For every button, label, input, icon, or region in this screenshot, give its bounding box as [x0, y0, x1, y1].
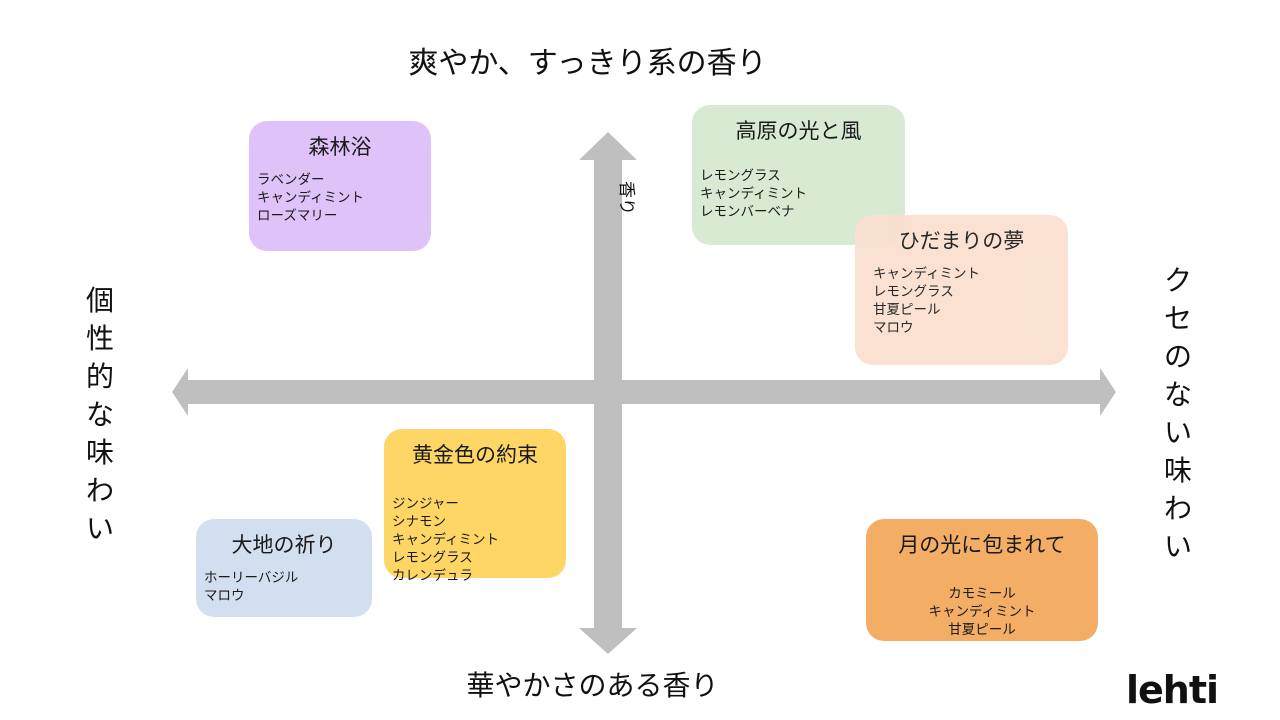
card-ingredients: ラベンダーキャンディミントローズマリー	[257, 171, 423, 225]
card-title: 黄金色の約束	[412, 443, 538, 467]
ingredient-item: ホーリーバジル	[204, 570, 299, 586]
vertical-label-char: わ	[85, 474, 114, 507]
vertical-label-char: な	[85, 398, 114, 431]
blend-card-forest: 森林浴 ラベンダーキャンディミントローズマリー	[249, 121, 431, 251]
ingredient-item: キャンディミント	[873, 266, 981, 282]
ingredient-item: レモングラス	[392, 550, 473, 566]
card-ingredients: ジンジャーシナモンキャンディミントレモングラスカレンデュラ	[392, 495, 558, 585]
vertical-label-char: 味	[85, 436, 114, 469]
card-title: 森林浴	[308, 135, 372, 159]
card-ingredients: キャンディミントレモングラス甘夏ピールマロウ	[863, 265, 1060, 337]
ingredient-item: レモングラス	[700, 168, 781, 184]
vertical-label-char: な	[1163, 378, 1192, 411]
vertical-label-char: い	[85, 512, 114, 545]
blend-card-moon: 月の光に包まれて カモミールキャンディミント甘夏ピール	[866, 519, 1098, 641]
ingredient-item: ローズマリー	[257, 208, 338, 224]
lehti-logo: lehti	[1126, 668, 1219, 712]
vertical-label-char: 的	[85, 360, 114, 393]
vertical-axis-label: 香り	[616, 181, 636, 215]
card-ingredients: ホーリーバジルマロウ	[204, 569, 364, 605]
ingredient-item: キャンディミント	[928, 604, 1036, 620]
blend-card-sunny: ひだまりの夢 キャンディミントレモングラス甘夏ピールマロウ	[855, 215, 1068, 365]
card-title: 高原の光と風	[735, 119, 862, 143]
vertical-label-char: い	[1163, 416, 1192, 449]
card-ingredients: カモミールキャンディミント甘夏ピール	[874, 585, 1090, 639]
ingredient-item: レモンバーベナ	[700, 204, 795, 220]
blend-card-earth: 大地の祈り ホーリーバジルマロウ	[196, 519, 372, 617]
horizontal-axis-arrow	[172, 368, 1116, 416]
vertical-label-char: 味	[1163, 454, 1192, 487]
ingredient-item: レモングラス	[873, 284, 954, 300]
ingredient-item: キャンディミント	[257, 190, 365, 206]
ingredient-item: シナモン	[392, 514, 446, 530]
ingredient-item: キャンディミント	[700, 186, 808, 202]
ingredient-item: マロウ	[873, 320, 914, 336]
ingredient-item: ラベンダー	[257, 172, 325, 188]
vertical-label-char: 個	[85, 284, 114, 317]
blend-card-highland: 高原の光と風 レモングラスキャンディミントレモンバーベナ	[692, 105, 905, 245]
ingredient-item: マロウ	[204, 588, 245, 604]
card-title: ひだまりの夢	[898, 229, 1025, 253]
left-axis-label: 個性的な味わい	[80, 282, 120, 548]
right-axis-label: クセのない味わい	[1158, 262, 1198, 566]
vertical-label-char: 性	[85, 322, 114, 355]
bottom-axis-label: 華やかさのある香り	[466, 669, 719, 702]
top-axis-label: 爽やか、すっきり系の香り	[408, 46, 767, 81]
ingredient-item: カモミール	[948, 586, 1016, 602]
vertical-label-char: セ	[1163, 302, 1192, 335]
ingredient-item: 甘夏ピール	[948, 622, 1016, 638]
vertical-label-char: い	[1163, 530, 1192, 563]
vertical-label-char: わ	[1163, 492, 1192, 525]
card-ingredients: レモングラスキャンディミントレモンバーベナ	[700, 167, 897, 221]
ingredient-item: ジンジャー	[392, 496, 459, 512]
ingredient-item: カレンデュラ	[392, 568, 473, 584]
vertical-label-char: ク	[1163, 264, 1192, 297]
card-title: 大地の祈り	[231, 533, 337, 557]
ingredient-item: キャンディミント	[392, 532, 500, 548]
blend-card-golden: 黄金色の約束 ジンジャーシナモンキャンディミントレモングラスカレンデュラ	[384, 429, 566, 584]
ingredient-item: 甘夏ピール	[873, 302, 941, 318]
card-title: 月の光に包まれて	[898, 533, 1066, 557]
vertical-label-char: の	[1163, 340, 1192, 373]
